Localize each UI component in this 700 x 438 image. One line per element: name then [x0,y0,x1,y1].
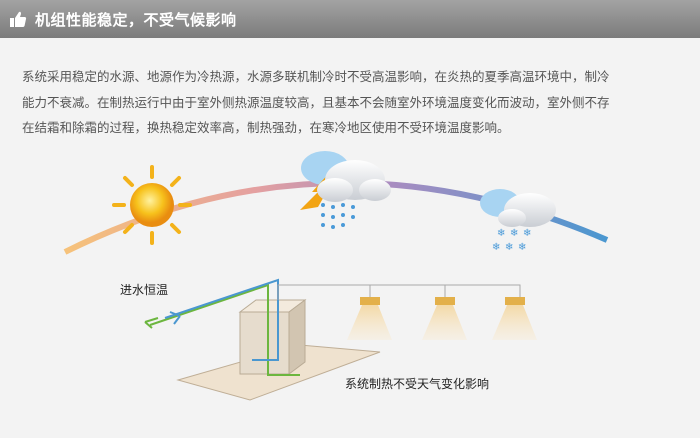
svg-text:❄: ❄ [497,228,505,239]
description-paragraph: 系统采用稳定的水源、地源作为冷热源，水源多联机制冷时不受高温影响，在炎热的夏季高… [22,64,692,141]
inlet-temperature-label: 进水恒温 [120,283,169,297]
section-header: 机组性能稳定，不受气候影响 [0,0,700,38]
ceiling-lamps [347,297,537,340]
description-line: 能力不衰减。在制热运行中由于室外侧热源温度较高，且基本不会随室外环境温度变化而波… [22,94,610,110]
rain-cloud-icon [300,151,391,229]
svg-text:❄: ❄ [518,242,526,253]
snow-cloud-icon: ❄❄❄ ❄❄❄ [480,189,556,253]
description-line: 在结霜和除霜的过程，换热稳定效率高，制热强劲，在寒冷地区使用不受环境温度影响。 [22,120,510,135]
svg-text:❄: ❄ [510,228,518,239]
description-line: 系统采用稳定的水源、地源作为冷热源，水源多联机制冷时不受高温影响，在炎热的夏季高… [22,69,610,84]
svg-text:❄: ❄ [523,228,531,239]
svg-text:❄: ❄ [505,242,513,253]
section-title: 机组性能稳定，不受气候影响 [35,10,237,29]
illustration-caption: 系统制热不受天气变化影响 [345,377,490,391]
weather-system-illustration: ❄❄❄ ❄❄❄ [63,151,609,401]
building-unit [238,299,307,375]
water-pipes [144,278,521,376]
sun-icon [112,165,192,245]
thumbs-up-icon [10,11,27,27]
svg-text:❄: ❄ [492,242,500,253]
